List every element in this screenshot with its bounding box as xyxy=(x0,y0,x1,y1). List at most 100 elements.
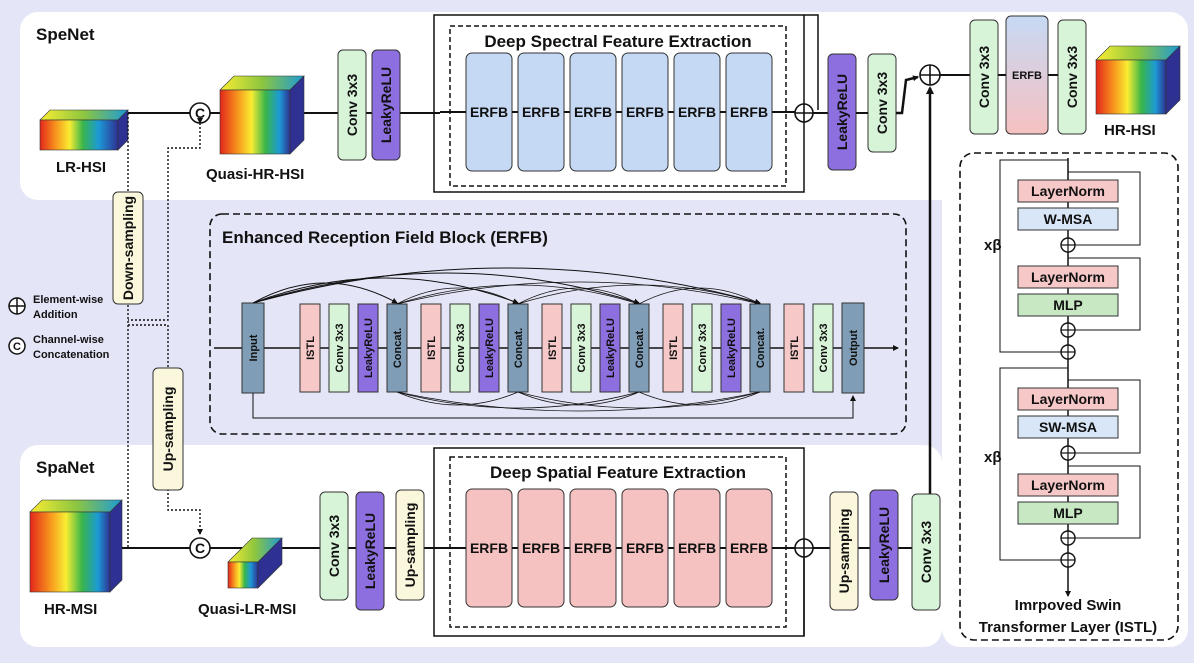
up-sampling-block xyxy=(152,367,184,491)
spanet-conv-label: Conv 3x3 xyxy=(326,515,342,577)
istl-group1-block xyxy=(1017,179,1119,203)
spectral-erfb-group: ERFB ERFB ERFB ERFB ERFB ERFB xyxy=(440,52,795,172)
istl-group2-block-label: MLP xyxy=(1053,505,1083,521)
istl-group1-block-label: LayerNorm xyxy=(1031,269,1105,285)
quasi-hr-hsi-label: Quasi-HR-HSI xyxy=(206,166,304,183)
concat-symbol-bottom-letter: C xyxy=(195,540,205,556)
spectral-erfb-label: ERFB xyxy=(678,104,716,120)
spanet-upsampling-label: Up-sampling xyxy=(402,503,418,588)
istl-group1-block xyxy=(1017,207,1119,231)
spenet-leaky-block xyxy=(371,49,401,161)
istl-group: LayerNormW-MSALayerNormMLPLayerNormSW-MS… xyxy=(999,158,1141,597)
spectral-dashed-box xyxy=(449,25,787,187)
spanet-post-conv-label: Conv 3x3 xyxy=(918,521,934,583)
erfb-detail-block xyxy=(449,303,471,393)
istl-group2-block-label: LayerNorm xyxy=(1031,477,1105,493)
spatial-dashed-box xyxy=(449,456,787,628)
istl-title-line1: Imrpoved Swin xyxy=(1015,597,1122,614)
spatial-title: Deep Spatial Feature Extraction xyxy=(490,463,746,482)
spectral-title: Deep Spectral Feature Extraction xyxy=(484,32,751,51)
legend-concat-line1: Channel-wise xyxy=(33,334,104,346)
spenet-leaky-label: LeakyReLU xyxy=(378,67,394,143)
spanet-conv-block xyxy=(319,491,349,601)
output-conv-a-block xyxy=(969,19,999,135)
spectral-erfb-label: ERFB xyxy=(574,104,612,120)
output-conv-a-label: Conv 3x3 xyxy=(976,46,992,108)
spanet-post-conv-block xyxy=(911,493,941,611)
output-conv-b-label: Conv 3x3 xyxy=(1064,46,1080,108)
erfb-detail-box xyxy=(209,213,907,435)
spanet-post-leaky-block xyxy=(869,489,899,601)
erfb-detail-block-label: Conv 3x3 xyxy=(455,324,467,373)
erfb-detail-block xyxy=(720,303,742,393)
erfb-detail-block-label: ISTL xyxy=(426,336,438,360)
istl-group1-block xyxy=(1017,293,1119,317)
erfb-detail-block-label: Concat. xyxy=(392,328,404,368)
erfb-detail-block-label: Conv 3x3 xyxy=(576,324,588,373)
lr-hsi-cube xyxy=(39,109,129,151)
spanet-post-leaky-label: LeakyReLU xyxy=(876,507,892,583)
lr-hsi-label: LR-HSI xyxy=(56,159,106,176)
spenet-title: SpeNet xyxy=(36,25,95,44)
erfb-detail-block-label: Conv 3x3 xyxy=(818,324,830,373)
erfb-detail-block-label: Concat. xyxy=(634,328,646,368)
istl-dashed-box xyxy=(959,152,1179,641)
erfb-detail-block xyxy=(328,303,350,393)
down-sampling-label: Down-sampling xyxy=(120,196,136,300)
erfb-detail-block xyxy=(299,303,321,393)
erfb-detail-block-label: Output xyxy=(848,330,860,366)
legend-concat-icon xyxy=(8,337,26,355)
erfb-detail-block-label: ISTL xyxy=(789,336,801,360)
erfb-detail-block-label: Conv 3x3 xyxy=(334,324,346,373)
erfb-detail-block xyxy=(662,303,684,393)
spanet-post-upsampling-block xyxy=(829,491,859,611)
istl-group2-block-label: SW-MSA xyxy=(1039,419,1097,435)
legend-concat-letter: C xyxy=(13,341,21,353)
spatial-erfb-label: ERFB xyxy=(730,540,768,556)
spenet-conv-label: Conv 3x3 xyxy=(344,74,360,136)
erfb-detail-block-label: Concat. xyxy=(513,328,525,368)
erfb-detail-block xyxy=(841,302,865,394)
quasi-lr-msi-cube xyxy=(227,537,283,589)
hr-msi-cube xyxy=(29,499,123,593)
quasi-lr-msi-label: Quasi-LR-MSI xyxy=(198,601,296,618)
legend-addition-line2: Addition xyxy=(33,309,78,321)
spatial-erfb-label: ERFB xyxy=(470,540,508,556)
spectral-erfb-label: ERFB xyxy=(730,104,768,120)
istl-group2-block xyxy=(1017,473,1119,497)
spenet-post-leaky-label: LeakyReLU xyxy=(834,74,850,150)
erfb-detail-block xyxy=(691,303,713,393)
erfb-detail-block-label: ISTL xyxy=(668,336,680,360)
erfb-detail-block xyxy=(420,303,442,393)
erfb-detail-title: Enhanced Reception Field Block (ERFB) xyxy=(222,228,548,247)
spectral-erfb-label: ERFB xyxy=(626,104,664,120)
istl-group2-block xyxy=(1017,387,1119,411)
down-sampling-block xyxy=(112,191,144,305)
istl-group1-block-label: MLP xyxy=(1053,297,1083,313)
istl-group1-block xyxy=(1017,265,1119,289)
erfb-detail-block xyxy=(478,303,500,393)
erfb-detail-block-label: LeakyReLU xyxy=(605,318,617,378)
output-erfb-label: ERFB xyxy=(1012,70,1042,82)
istl-repeat-label-2: xβ xyxy=(984,449,1002,466)
spectral-erfb-label: ERFB xyxy=(522,104,560,120)
istl-group2-block xyxy=(1017,501,1119,525)
legend-addition-line1: Element-wise xyxy=(33,294,103,306)
spatial-erfb-label: ERFB xyxy=(522,540,560,556)
spenet-conv-block xyxy=(337,49,367,161)
istl-group2-block xyxy=(1017,415,1119,439)
erfb-detail-block xyxy=(357,303,379,393)
spectral-erfb-label: ERFB xyxy=(470,104,508,120)
erfb-detail-block xyxy=(541,303,563,393)
hr-hsi-label: HR-HSI xyxy=(1104,122,1156,139)
quasi-hr-hsi-cube xyxy=(219,75,305,155)
hr-hsi-cube xyxy=(1095,45,1181,115)
concat-symbol-top-letter: C xyxy=(195,105,205,121)
legend-concat-line2: Concatenation xyxy=(33,349,110,361)
spatial-erfb-label: ERFB xyxy=(678,540,716,556)
erfb-detail-block-label: LeakyReLU xyxy=(726,318,738,378)
erfb-detail-block xyxy=(812,303,834,393)
istl-group1-block-label: W-MSA xyxy=(1044,211,1093,227)
